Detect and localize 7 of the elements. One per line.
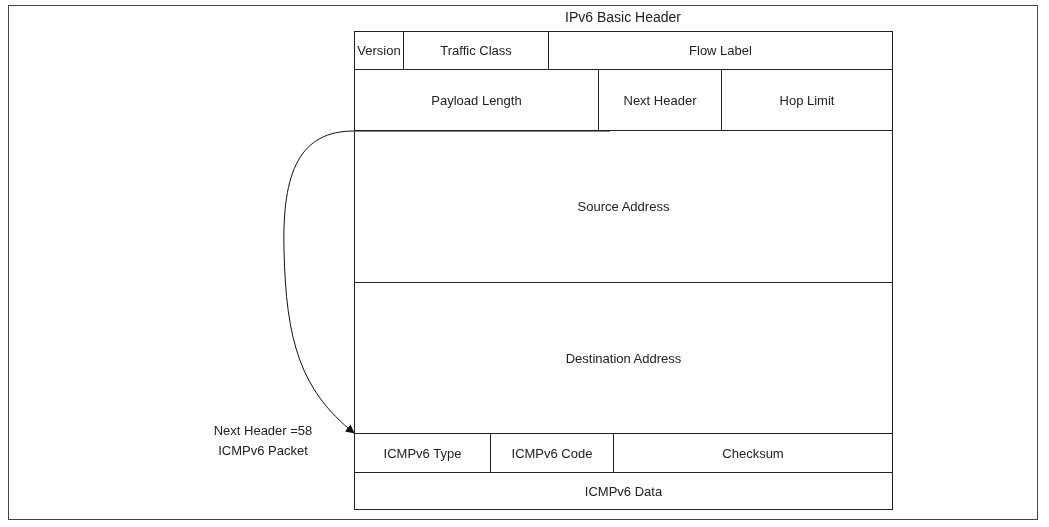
header-field: Source Address: [354, 130, 893, 283]
diagram-title: IPv6 Basic Header: [565, 9, 681, 25]
header-field: Destination Address: [354, 282, 893, 434]
header-field: ICMPv6 Data: [354, 472, 893, 510]
curved-arrow: [283, 130, 611, 434]
header-field: Flow Label: [548, 31, 893, 70]
header-field: Version: [354, 31, 404, 70]
